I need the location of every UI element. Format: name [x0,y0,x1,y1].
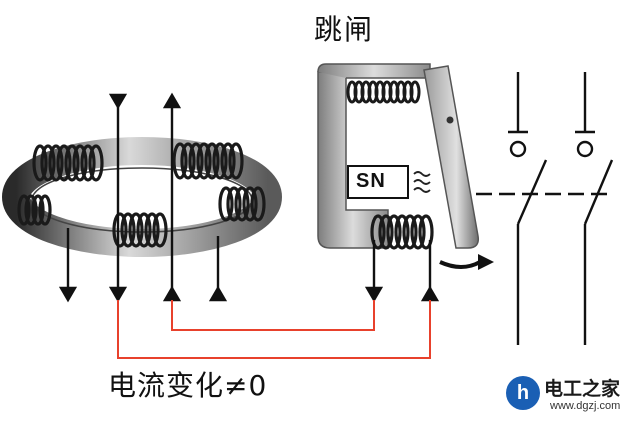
coil-turn [152,212,168,248]
magnetic-flux-icon [413,171,431,193]
coil-turn [64,144,80,182]
contact-2-blade [583,159,614,225]
coil-turn [24,194,38,226]
contact-1-blade [516,159,548,225]
brand-name: 电工之家 [544,378,621,400]
coil-turn [136,212,152,248]
toroid-transformer [2,137,282,257]
coil-turn [218,186,234,222]
relay-winding [370,214,434,250]
brand-url: www.dgzj.com [550,400,621,412]
coil-turn [228,142,244,180]
coil-turn [242,186,258,222]
coil-turn [172,142,188,180]
coil-turn [196,142,212,180]
coil-turn [17,194,31,226]
breaker-contacts [476,72,614,345]
coil-turn [410,214,426,250]
brand-watermark: h 电工之家 www.dgzj.com [506,374,634,418]
coil-turn [144,212,160,248]
coil-turn [250,186,266,222]
coil-turn [88,144,104,182]
coil-turn [204,142,220,180]
arrow-up-icon [208,285,228,302]
arrow-up-icon [162,285,182,302]
coil-turn [418,214,434,250]
toroid-winding [17,142,266,248]
coil-turn [128,212,144,248]
coil-turn [112,212,128,248]
trip-arrow-head [478,254,494,270]
coil-turn [394,214,410,250]
arrow-down-icon [364,286,384,303]
brand-logo-icon: h [506,376,540,410]
coil-turn [80,144,96,182]
relay-yoke-top [317,63,431,79]
coil-turn [402,214,418,250]
signal-loop-inner [171,300,375,331]
arrow-down-icon [108,286,128,303]
diagram-title: 跳闸 [314,13,375,46]
relay-armature [423,65,480,249]
signal-loop-outer [117,300,431,359]
magnet-label: SN [356,170,386,192]
arrow-up-icon [162,92,182,109]
coil-turn [120,212,136,248]
coil-turn [378,214,394,250]
coil-turn [72,144,88,182]
coil-turn [40,144,56,182]
diagram-caption: 电流变化≠0 [108,369,268,402]
coil-turn [180,142,196,180]
coil-turn [212,142,228,180]
arrow-down-icon [58,286,78,303]
coil-turn [409,80,421,104]
contact-1-terminal [509,140,527,158]
coil-turn [370,214,386,250]
coil-turn [56,144,72,182]
arrow-down-icon [108,93,128,110]
relay-spring [346,80,421,104]
trip-motion-arrow [439,260,481,269]
coil-turn [188,142,204,180]
coil-turn [48,144,64,182]
permanent-magnet [347,165,409,199]
coil-turn [32,144,48,182]
trip-relay [317,63,494,270]
coil-turn [386,214,402,250]
arrow-up-icon [420,285,440,302]
coil-turn [234,186,250,222]
coil-turn [38,194,52,226]
contact-2-terminal [576,140,594,158]
relay-yoke [317,71,389,249]
signal-loop [117,300,431,359]
coil-turn [226,186,242,222]
coil-turn [220,142,236,180]
armature-pivot [446,116,454,124]
main-conductors [58,92,440,303]
coil-turn [31,194,45,226]
